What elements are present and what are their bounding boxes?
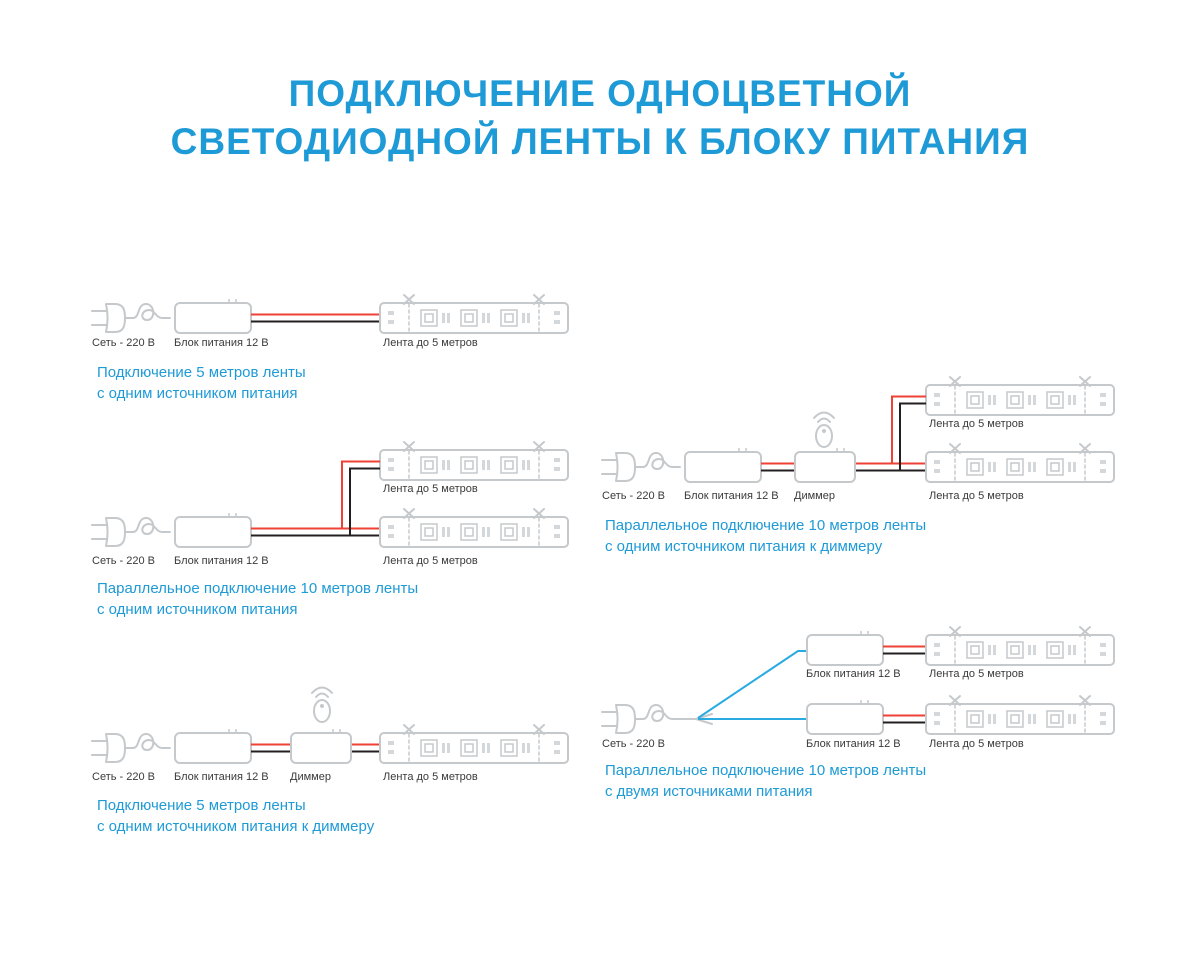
led-strip [379, 441, 569, 481]
strip-label: Лента до 5 метров [383, 555, 478, 567]
plug-icon [91, 733, 171, 763]
diagram-4-parallel-dimmer: Лента до 5 метров Сеть - 220 В Блок пита… [601, 376, 1115, 502]
psu-label: Блок питания 12 В [174, 771, 269, 783]
psu-label: Блок питания 12 В [174, 555, 269, 567]
psu-label: Блок питания 12 В [174, 337, 269, 349]
caption-4: Параллельное подключение 10 метров ленты… [605, 515, 926, 557]
diagram-3-dimmer: Сеть - 220 В Блок питания 12 В Диммер Ле… [91, 686, 569, 783]
wire-red [761, 395, 926, 465]
led-strip [379, 294, 569, 334]
caption-2: Параллельное подключение 10 метров ленты… [97, 578, 418, 620]
dimmer-label: Диммер [794, 490, 835, 502]
mains-label: Сеть - 220 В [92, 555, 155, 567]
plug-icon [91, 303, 171, 333]
strip-label: Лента до 5 метров [929, 418, 1024, 430]
psu-box [684, 447, 762, 483]
psu-box [174, 728, 252, 764]
caption-4-line-1: Параллельное подключение 10 метров ленты [605, 517, 927, 534]
psu-box [174, 298, 252, 334]
mains-label: Сеть - 220 В [602, 738, 665, 750]
caption-5-line-1: Параллельное подключение 10 метров ленты [605, 762, 927, 779]
diagram-2-parallel-one-psu: Лента до 5 метров Сеть - 220 В Блок пита… [91, 441, 569, 567]
strip-label: Лента до 5 метров [929, 668, 1024, 680]
caption-2-line-2: с одним источником питания [97, 601, 298, 618]
mains-label: Сеть - 220 В [92, 337, 155, 349]
caption-3-line-2: с одним источником питания к диммеру [97, 818, 375, 835]
wire-red [251, 460, 380, 530]
led-strip [379, 724, 569, 764]
strip-label: Лента до 5 метров [383, 337, 478, 349]
diagram-1-single-psu: Сеть - 220 В Блок питания 12 В Лента до … [91, 294, 569, 349]
caption-2-line-1: Параллельное подключение 10 метров ленты [97, 580, 419, 597]
page-title: ПОДКЛЮЧЕНИЕ ОДНОЦВЕТНОЙ СВЕТОДИОДНОЙ ЛЕН… [0, 70, 1200, 166]
led-strip [925, 695, 1115, 735]
mains-label: Сеть - 220 В [602, 490, 665, 502]
diagram-5-two-psu: Блок питания 12 В Лента до 5 метров Сеть… [601, 626, 1115, 750]
title-line-1: ПОДКЛЮЧЕНИЕ ОДНОЦВЕТНОЙ [288, 73, 912, 114]
plug-icon [601, 704, 681, 734]
psu-box [806, 630, 884, 666]
caption-5: Параллельное подключение 10 метров ленты… [605, 760, 926, 802]
plug-icon [601, 452, 681, 482]
wire-black [761, 402, 926, 472]
dimmer-box [794, 447, 856, 483]
caption-5-line-2: с двумя источниками питания [605, 783, 813, 800]
psu-box [174, 512, 252, 548]
dimmer-box [290, 728, 352, 764]
caption-3-line-1: Подключение 5 метров ленты [97, 797, 306, 814]
plug-icon [91, 517, 171, 547]
mains-label: Сеть - 220 В [92, 771, 155, 783]
remote-icon [813, 411, 835, 448]
psu-label: Блок питания 12 В [806, 668, 901, 680]
led-strip [925, 443, 1115, 483]
remote-icon [311, 686, 333, 723]
caption-1: Подключение 5 метров ленты с одним источ… [97, 362, 306, 404]
wire-black [251, 467, 380, 537]
strip-label: Лента до 5 метров [383, 771, 478, 783]
psu-label: Блок питания 12 В [806, 738, 901, 750]
wire-blue [697, 650, 806, 719]
strip-label: Лента до 5 метров [929, 738, 1024, 750]
led-strip [379, 508, 569, 548]
strip-label: Лента до 5 метров [929, 490, 1024, 502]
led-strip [925, 376, 1115, 416]
title-line-2: СВЕТОДИОДНОЙ ЛЕНТЫ К БЛОКУ ПИТАНИЯ [170, 121, 1030, 162]
strip-label: Лента до 5 метров [383, 483, 478, 495]
caption-4-line-2: с одним источником питания к диммеру [605, 538, 883, 555]
led-strip [925, 626, 1115, 666]
psu-box [806, 699, 884, 735]
caption-1-line-1: Подключение 5 метров ленты [97, 364, 306, 381]
caption-1-line-2: с одним источником питания [97, 385, 298, 402]
dimmer-label: Диммер [290, 771, 331, 783]
psu-label: Блок питания 12 В [684, 490, 779, 502]
caption-3: Подключение 5 метров ленты с одним источ… [97, 795, 374, 837]
